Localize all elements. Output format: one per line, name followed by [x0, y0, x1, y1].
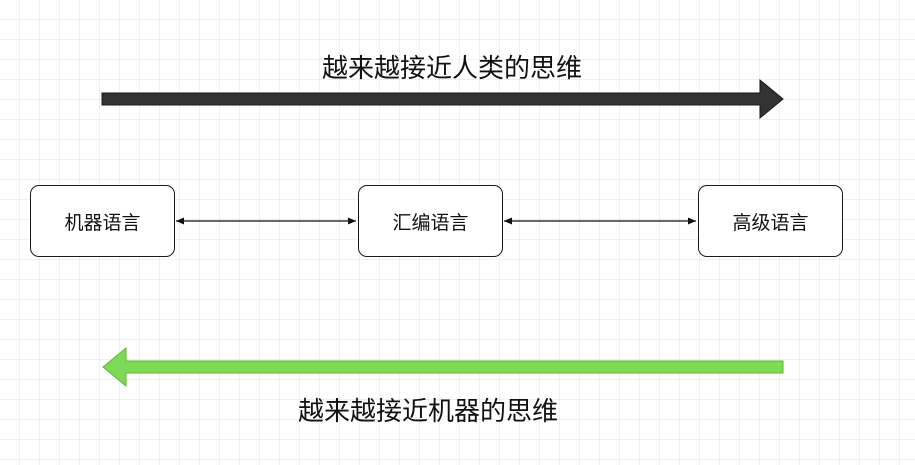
- node-high-level-language-label: 高级语言: [732, 211, 809, 234]
- node-machine-language-label: 机器语言: [64, 211, 141, 234]
- bottom-arrow: [102, 346, 784, 388]
- node-assembly-language[interactable]: 汇编语言: [358, 185, 503, 257]
- node-high-level-language[interactable]: 高级语言: [698, 185, 843, 257]
- node-machine-language[interactable]: 机器语言: [30, 185, 175, 257]
- node-assembly-language-label: 汇编语言: [392, 211, 469, 234]
- top-arrow: [101, 78, 784, 120]
- bottom-arrow-label: 越来越接近机器的思维: [298, 397, 559, 427]
- top-arrow-label: 越来越接近人类的思维: [322, 54, 583, 84]
